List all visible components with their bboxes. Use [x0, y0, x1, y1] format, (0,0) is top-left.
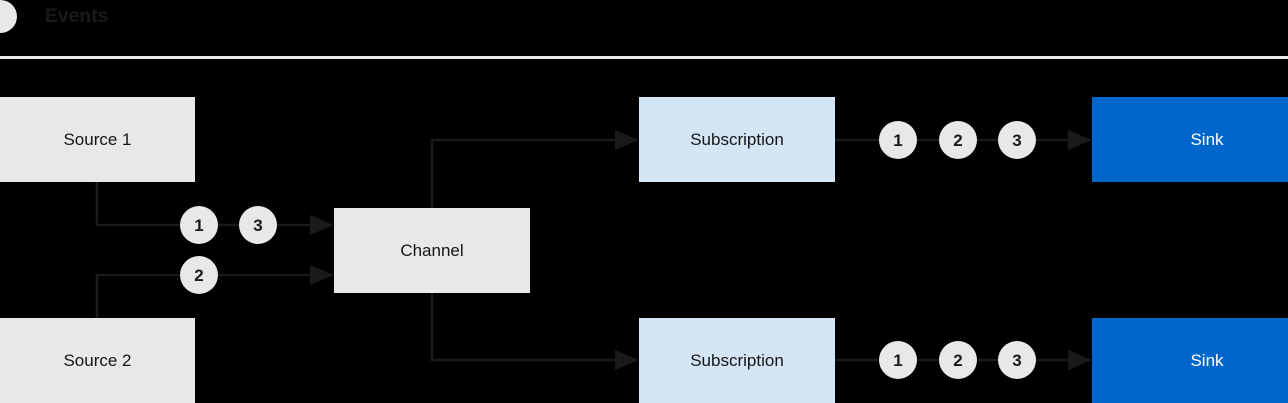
- node-source-2[interactable]: Source 2: [0, 318, 195, 403]
- legend-label: Events: [45, 6, 109, 27]
- node-label: Source 2: [63, 350, 132, 370]
- node-label: Subscription: [690, 129, 784, 149]
- node-sink-bottom[interactable]: Sink: [1092, 318, 1288, 403]
- event-circle-icon: [0, 0, 17, 33]
- node-channel[interactable]: Channel: [334, 208, 530, 293]
- node-label: Source 1: [63, 129, 132, 149]
- node-sink-top[interactable]: Sink: [1092, 97, 1288, 182]
- event-marker: 1: [879, 121, 917, 159]
- node-label: Channel: [400, 240, 464, 260]
- header-divider: [0, 56, 1288, 59]
- node-label: Sink: [1190, 350, 1224, 370]
- node-subscription-top[interactable]: Subscription: [639, 97, 835, 182]
- event-marker: 1: [879, 341, 917, 379]
- event-marker: 2: [180, 256, 218, 294]
- node-label: Sink: [1190, 129, 1224, 149]
- event-marker: 3: [239, 206, 277, 244]
- event-marker: 3: [998, 341, 1036, 379]
- event-marker: 2: [939, 341, 977, 379]
- event-marker: 1: [180, 206, 218, 244]
- event-marker: 2: [939, 121, 977, 159]
- event-marker: 3: [998, 121, 1036, 159]
- node-subscription-bottom[interactable]: Subscription: [639, 318, 835, 403]
- node-source-1[interactable]: Source 1: [0, 97, 195, 182]
- node-label: Subscription: [690, 350, 784, 370]
